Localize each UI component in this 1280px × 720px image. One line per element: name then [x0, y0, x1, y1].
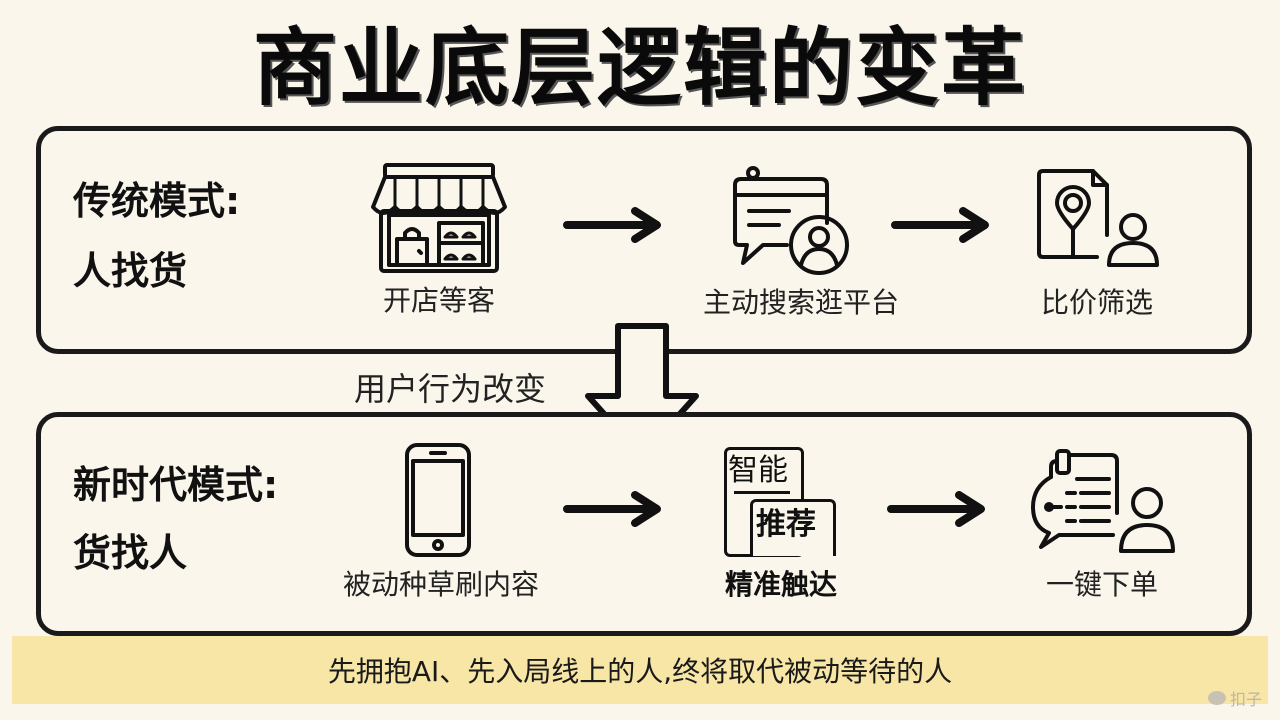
chat-profile-icon	[733, 166, 849, 275]
new-era-mode-title: 新时代模式:	[73, 463, 279, 507]
document-pin-user-icon	[1037, 169, 1159, 267]
step-open-store: 开店等客	[359, 159, 519, 319]
right-arrow-icon	[563, 491, 661, 527]
new-era-mode-subtitle: 货找人	[73, 531, 188, 575]
step-precise-reach: 智能 推荐 精准触达	[721, 447, 841, 603]
step-label: 开店等客	[382, 284, 495, 317]
smartphone-icon	[405, 443, 471, 557]
smart-recommend-icon: 智能 推荐	[724, 447, 838, 557]
right-arrow-icon	[891, 207, 989, 243]
step-active-search: 主动搜索逛平台	[681, 165, 921, 321]
step-label: 被动种草刷内容	[342, 568, 539, 601]
smart-label: 智能	[728, 453, 788, 488]
right-arrow-icon	[563, 207, 661, 243]
step-compare-price: 比价筛选	[1017, 165, 1177, 321]
step-label: 主动搜索逛平台	[702, 286, 899, 319]
traditional-mode-panel: 传统模式: 人找货 开店等客	[36, 126, 1252, 354]
traditional-mode-subtitle: 人找货	[73, 249, 188, 293]
watermark: 扣子	[1207, 686, 1262, 710]
recommend-label: 推荐	[756, 507, 816, 542]
step-label: 比价筛选	[1040, 286, 1153, 319]
watermark-text: 扣子	[1229, 690, 1262, 709]
order-chat-user-icon	[1031, 449, 1175, 553]
slogan-banner: 先拥抱AI、先入局线上的人,终将取代被动等待的人	[12, 636, 1268, 704]
page-title: 商业底层逻辑的变革	[252, 19, 1027, 117]
slogan-text: 先拥抱AI、先入局线上的人,终将取代被动等待的人	[327, 655, 953, 688]
step-passive-content: 被动种草刷内容	[311, 441, 571, 603]
storefront-icon	[371, 163, 507, 273]
right-arrow-icon	[887, 491, 985, 527]
coze-logo-icon	[1207, 691, 1226, 705]
transition-label: 用户行为改变	[354, 370, 547, 408]
step-label: 精准触达	[724, 568, 837, 601]
step-one-click-order: 一键下单	[1017, 447, 1187, 603]
step-label: 一键下单	[1045, 568, 1158, 601]
new-era-mode-panel: 新时代模式: 货找人 被动种草刷内容 智能 推荐 精准触达	[36, 412, 1252, 636]
traditional-mode-title: 传统模式:	[73, 179, 241, 223]
